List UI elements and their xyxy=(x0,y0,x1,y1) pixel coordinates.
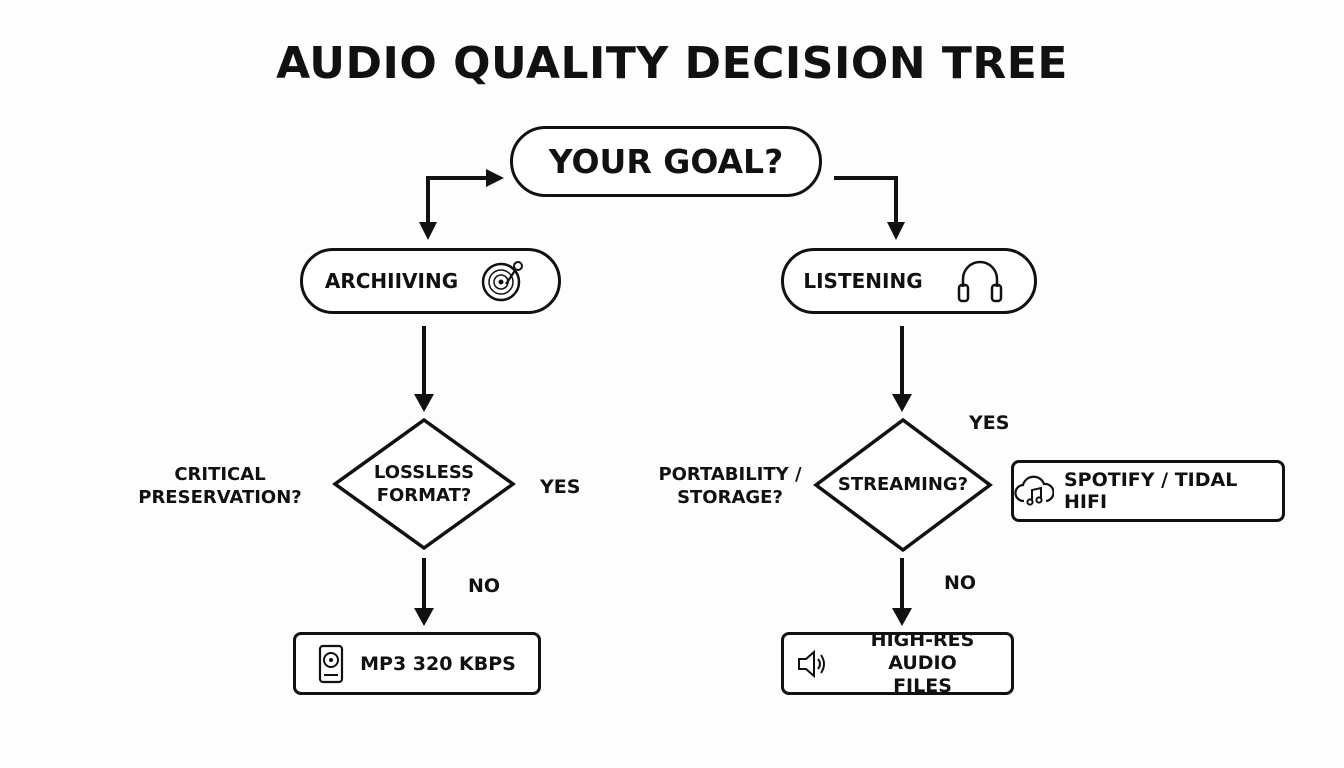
lossless-diamond xyxy=(332,417,516,551)
left-no-label: NO xyxy=(468,575,501,597)
hard-drive-icon xyxy=(318,644,344,684)
archiving-label: ARCHIIVING xyxy=(324,269,459,293)
mp3-node: MP3 320 KBPS xyxy=(293,632,541,695)
headphones-icon xyxy=(957,257,1003,305)
hires-line2: FILES xyxy=(893,674,952,697)
goal-node: YOUR GOAL? xyxy=(510,126,822,197)
hires-node: HIGH-RES AUDIO FILES xyxy=(781,629,1014,697)
critical-line1: CRITICAL xyxy=(174,464,266,485)
listening-label: LISTENING xyxy=(803,269,923,293)
arrow-goal-to-archiving xyxy=(419,169,504,240)
right-yes-label: YES xyxy=(969,412,1010,434)
archiving-node: ARCHIIVING xyxy=(300,248,561,314)
arrow-streaming-to-hires xyxy=(892,558,912,626)
streaming-diamond xyxy=(813,417,993,553)
portability-storage-label: PORTABILITY / STORAGE? xyxy=(650,464,810,509)
cloud-music-icon xyxy=(1014,475,1054,507)
listening-node: LISTENING xyxy=(781,248,1037,314)
streaming-question: STREAMING? xyxy=(837,474,969,495)
hires-line1: HIGH-RES AUDIO xyxy=(870,629,975,675)
hires-label: HIGH-RES AUDIO FILES xyxy=(834,629,1011,697)
spotify-node: SPOTIFY / TIDAL HIFI xyxy=(1011,460,1285,522)
spotify-label: SPOTIFY / TIDAL HIFI xyxy=(1064,469,1238,513)
arrow-listening-to-streaming xyxy=(892,326,912,412)
critical-line2: PRESERVATION? xyxy=(138,486,302,508)
speaker-icon xyxy=(796,649,828,679)
goal-label: YOUR GOAL? xyxy=(548,142,784,181)
lossless-line2: FORMAT? xyxy=(376,484,472,506)
arrow-goal-to-listening xyxy=(834,176,905,240)
arrow-lossless-to-mp3 xyxy=(414,558,434,626)
arrow-archiving-to-lossless xyxy=(414,326,434,412)
left-yes-label: YES xyxy=(540,476,581,498)
vinyl-record-icon xyxy=(480,258,526,304)
portability-line2: STORAGE? xyxy=(677,486,783,508)
critical-preservation-label: CRITICAL PRESERVATION? xyxy=(130,464,310,509)
diagram-title: AUDIO QUALITY DECISION TREE xyxy=(276,38,1068,89)
lossless-question: LOSSLESS FORMAT? xyxy=(360,462,488,507)
mp3-label: MP3 320 KBPS xyxy=(360,652,516,675)
right-no-label: NO xyxy=(944,572,977,594)
portability-line1: PORTABILITY / xyxy=(658,464,802,485)
lossless-line1: LOSSLESS xyxy=(373,462,475,483)
